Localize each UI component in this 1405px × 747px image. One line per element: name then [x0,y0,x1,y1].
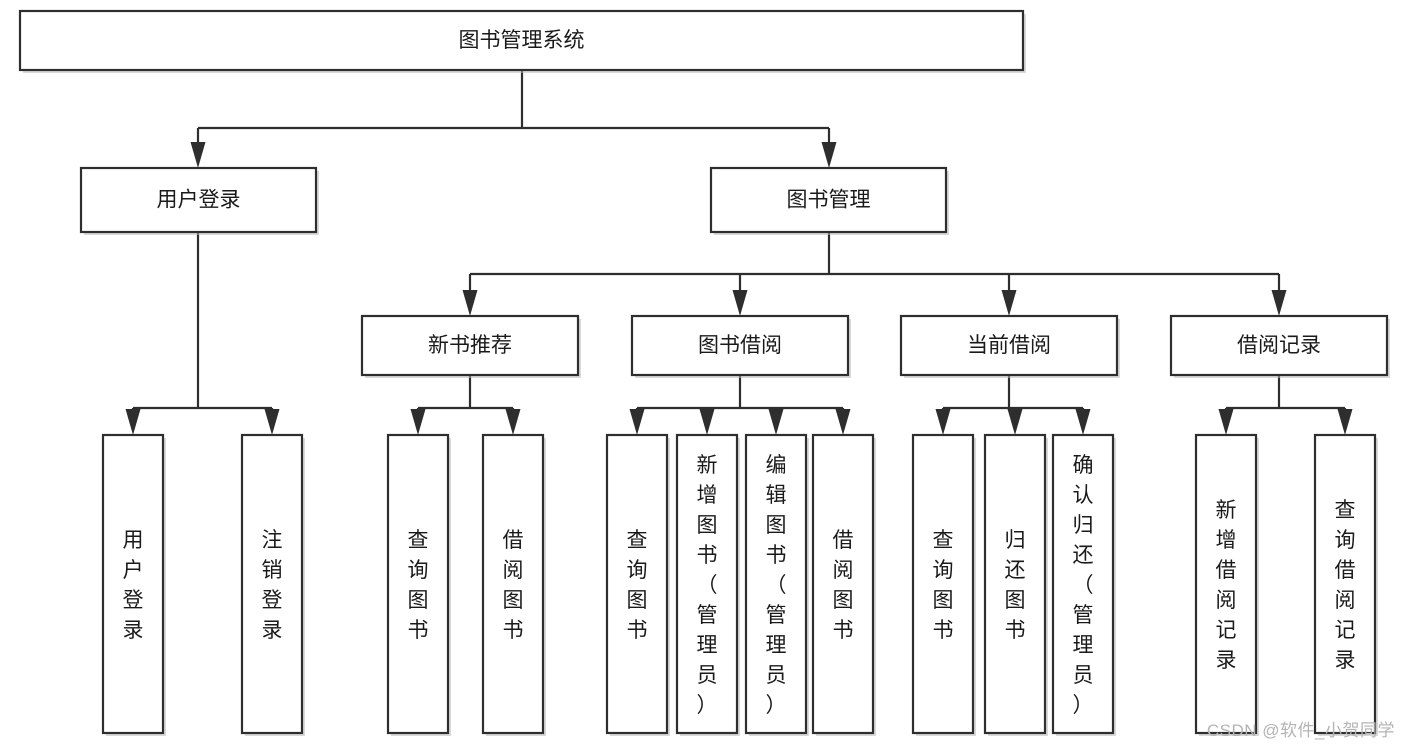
connector-book-borrow-bus [629,375,851,435]
node-label: 用户登录 [123,529,144,642]
node-l-query-book-1[interactable]: 查询图书 [386,433,451,736]
node-label: 借阅记录 [1237,334,1321,357]
node-rect[interactable] [1169,314,1389,377]
node-l-borrow-book-2[interactable]: 借阅图书 [811,433,876,736]
node-rect[interactable] [899,314,1119,377]
node-l-query-book-2[interactable]: 查询图书 [605,433,670,736]
node-label: 确认归还（管理员） [1073,454,1094,717]
node-l-add-book[interactable]: 新增图书（管理员） [675,433,740,736]
node-rect[interactable] [630,314,850,377]
connector-borrow-record-bus [1218,375,1353,435]
node-label: 新增借阅记录 [1216,499,1237,672]
node-n-borrow-record[interactable]: 借阅记录 [1169,314,1390,378]
node-rect[interactable] [709,166,948,234]
connector-book-mgmt-bus [462,232,1287,316]
connector-root-bus [190,70,837,168]
node-rect[interactable] [240,433,304,735]
node-label: 用户登录 [157,189,241,212]
node-rect[interactable] [18,9,1025,72]
node-rect[interactable] [101,433,165,735]
node-rect[interactable] [811,433,875,735]
node-root[interactable]: 图书管理系统 [18,9,1026,73]
node-l-edit-book[interactable]: 编辑图书（管理员） [744,433,809,736]
node-rect[interactable] [675,433,739,735]
node-l-borrow-book-1[interactable]: 借阅图书 [481,433,546,736]
node-rect[interactable] [983,433,1047,735]
node-label: 新增图书（管理员） [697,454,718,717]
node-rect[interactable] [1313,433,1377,735]
node-rect[interactable] [360,314,580,377]
node-label: 图书借阅 [698,334,782,357]
node-label: 借阅图书 [503,529,524,642]
node-rect[interactable] [386,433,450,735]
node-n-new-book-rec[interactable]: 新书推荐 [360,314,581,378]
node-l-logout[interactable]: 注销登录 [240,433,305,736]
node-label: 查询图书 [933,529,954,642]
node-label: 编辑图书（管理员） [766,454,787,717]
node-label: 图书管理 [787,189,871,212]
node-l-add-record[interactable]: 新增借阅记录 [1194,433,1259,736]
node-rect[interactable] [79,166,318,234]
node-rect[interactable] [481,433,545,735]
node-n-book-borrow[interactable]: 图书借阅 [630,314,851,378]
node-label: 查询借阅记录 [1335,499,1356,672]
node-n-user-login[interactable]: 用户登录 [79,166,319,235]
node-l-query-record[interactable]: 查询借阅记录 [1313,433,1378,736]
node-label: 新书推荐 [428,334,512,357]
node-rect[interactable] [605,433,669,735]
node-label: 当前借阅 [967,334,1051,357]
node-label: 图书管理系统 [459,29,585,52]
connector-current-borrow-bus [935,375,1091,435]
node-label: 注销登录 [262,529,283,642]
node-rect[interactable] [911,433,975,735]
node-rect[interactable] [1051,433,1115,735]
node-l-confirm-return[interactable]: 确认归还（管理员） [1051,433,1116,736]
node-rect[interactable] [1194,433,1258,735]
connector-layer [125,70,1353,435]
node-l-query-book-3[interactable]: 查询图书 [911,433,976,736]
node-label: 借阅图书 [833,529,854,642]
node-l-user-login[interactable]: 用户登录 [101,433,166,736]
csdn-watermark: CSDN @软件_小贺同学 [1206,721,1395,740]
node-n-current-borrow[interactable]: 当前借阅 [899,314,1120,378]
node-layer: 图书管理系统用户登录图书管理新书推荐图书借阅当前借阅借阅记录用户登录注销登录查询… [18,9,1390,736]
node-l-return-book[interactable]: 归还图书 [983,433,1048,736]
node-label: 查询图书 [627,529,648,642]
connector-new-book-bus [410,375,521,435]
node-label: 归还图书 [1005,529,1026,642]
node-label: 查询图书 [408,529,429,642]
connector-user-login-bus [125,232,280,435]
node-rect[interactable] [744,433,808,735]
node-n-book-mgmt[interactable]: 图书管理 [709,166,949,235]
